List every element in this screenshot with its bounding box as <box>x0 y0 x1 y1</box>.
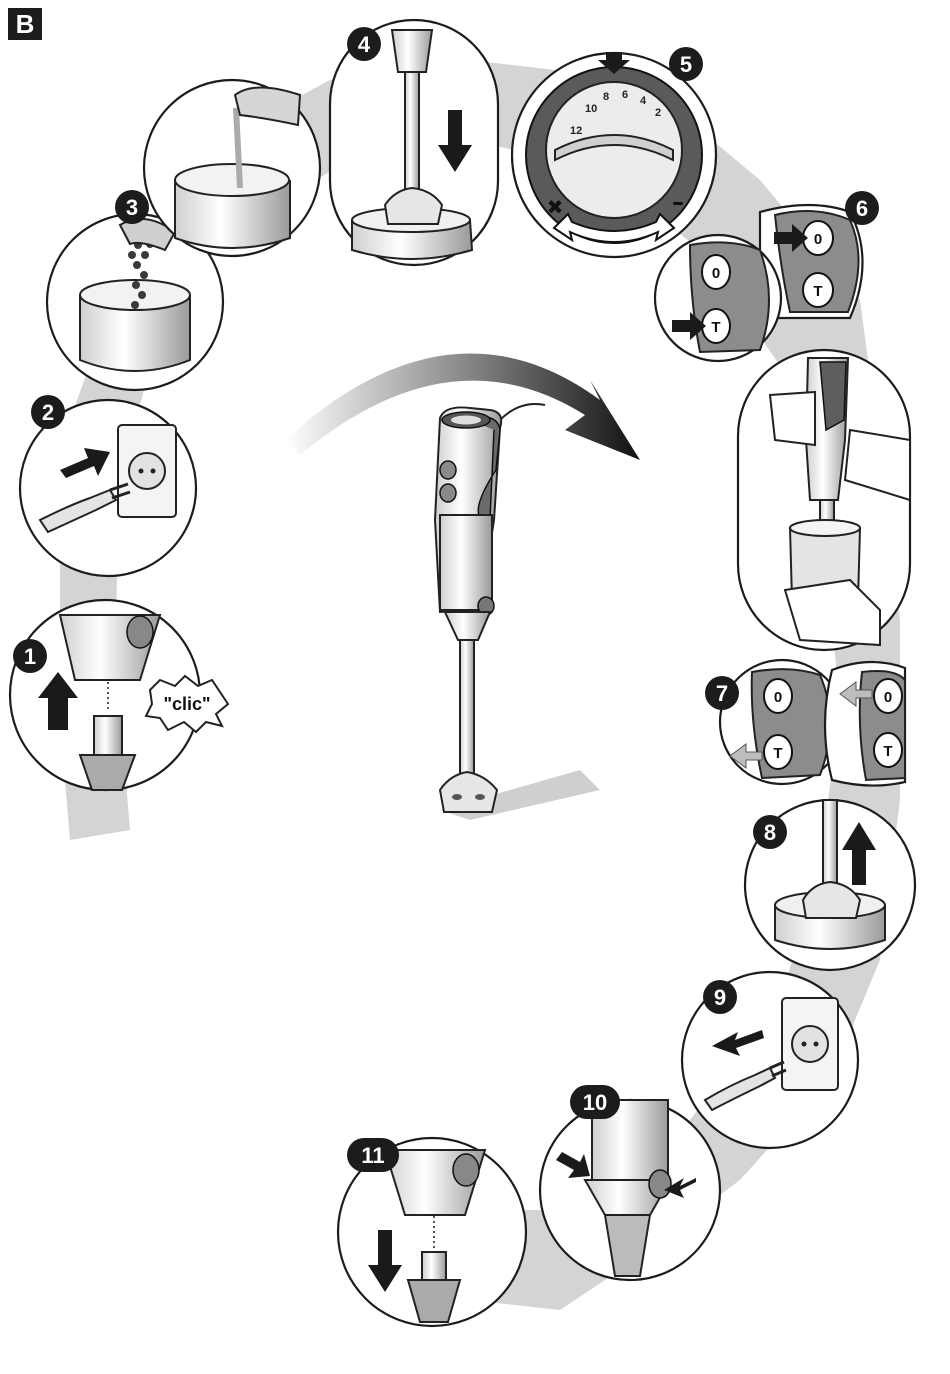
step-5-panel: 12 10 8 6 4 2 ✖ – <box>512 52 716 257</box>
step-1-number: 1 <box>24 644 36 669</box>
step-5-number: 5 <box>680 52 692 77</box>
step-11-number: 11 <box>361 1143 384 1168</box>
step-8-number: 8 <box>764 820 776 845</box>
dial-number-6: 6 <box>622 89 628 101</box>
turbo-button-glyph-b: T <box>711 319 720 336</box>
step-5-badge: 5 <box>669 47 703 81</box>
step-2-badge: 2 <box>31 395 65 429</box>
speed-button-glyph-b: 0 <box>712 265 720 282</box>
step-4-badge: 4 <box>347 27 381 61</box>
speed-button-glyph: 0 <box>814 231 822 248</box>
section-label: B <box>8 8 42 40</box>
step-9-badge: 9 <box>703 980 737 1014</box>
dial-number-12: 12 <box>570 125 582 137</box>
step-7-number: 7 <box>716 681 728 706</box>
step-6-badge: 6 <box>845 191 879 225</box>
hand-blender-illustration <box>435 404 600 820</box>
section-label-text: B <box>16 9 35 39</box>
turbo-button-glyph-d: T <box>883 743 892 760</box>
step-8-badge: 8 <box>753 815 787 849</box>
turbo-button-glyph-c: T <box>773 745 782 762</box>
step-10-panel <box>540 1100 720 1280</box>
step-9-number: 9 <box>714 985 726 1010</box>
step-2-number: 2 <box>42 400 54 425</box>
turbo-button-glyph: T <box>813 283 822 300</box>
step-4-number: 4 <box>358 32 371 57</box>
step-3b-panel <box>144 80 320 256</box>
step-7b-panel: 0 T <box>825 662 905 786</box>
speed-button-glyph-d: 0 <box>884 689 892 706</box>
step-10-badge: 10 <box>570 1085 620 1119</box>
step-1-panel: "clic" <box>10 600 228 790</box>
dial-number-8: 8 <box>603 91 609 103</box>
step-7-badge: 7 <box>705 676 739 710</box>
step-6b-panel: 0 T <box>655 235 781 361</box>
dial-min-symbol: – <box>672 188 684 216</box>
step-6c-panel <box>738 350 910 650</box>
click-sound-label: "clic" <box>163 694 210 714</box>
step-3-number: 3 <box>126 195 138 220</box>
dial-number-4: 4 <box>640 95 647 107</box>
step-10-number: 10 <box>583 1090 607 1115</box>
dial-number-2: 2 <box>655 107 661 119</box>
step-3-badge: 3 <box>115 190 149 224</box>
step-6-number: 6 <box>856 196 868 221</box>
dial-max-symbol: ✖ <box>547 195 564 219</box>
step-11-badge: 11 <box>347 1138 399 1172</box>
dial-number-10: 10 <box>585 103 597 115</box>
step-1-badge: 1 <box>13 639 47 673</box>
speed-button-glyph-c: 0 <box>774 689 782 706</box>
